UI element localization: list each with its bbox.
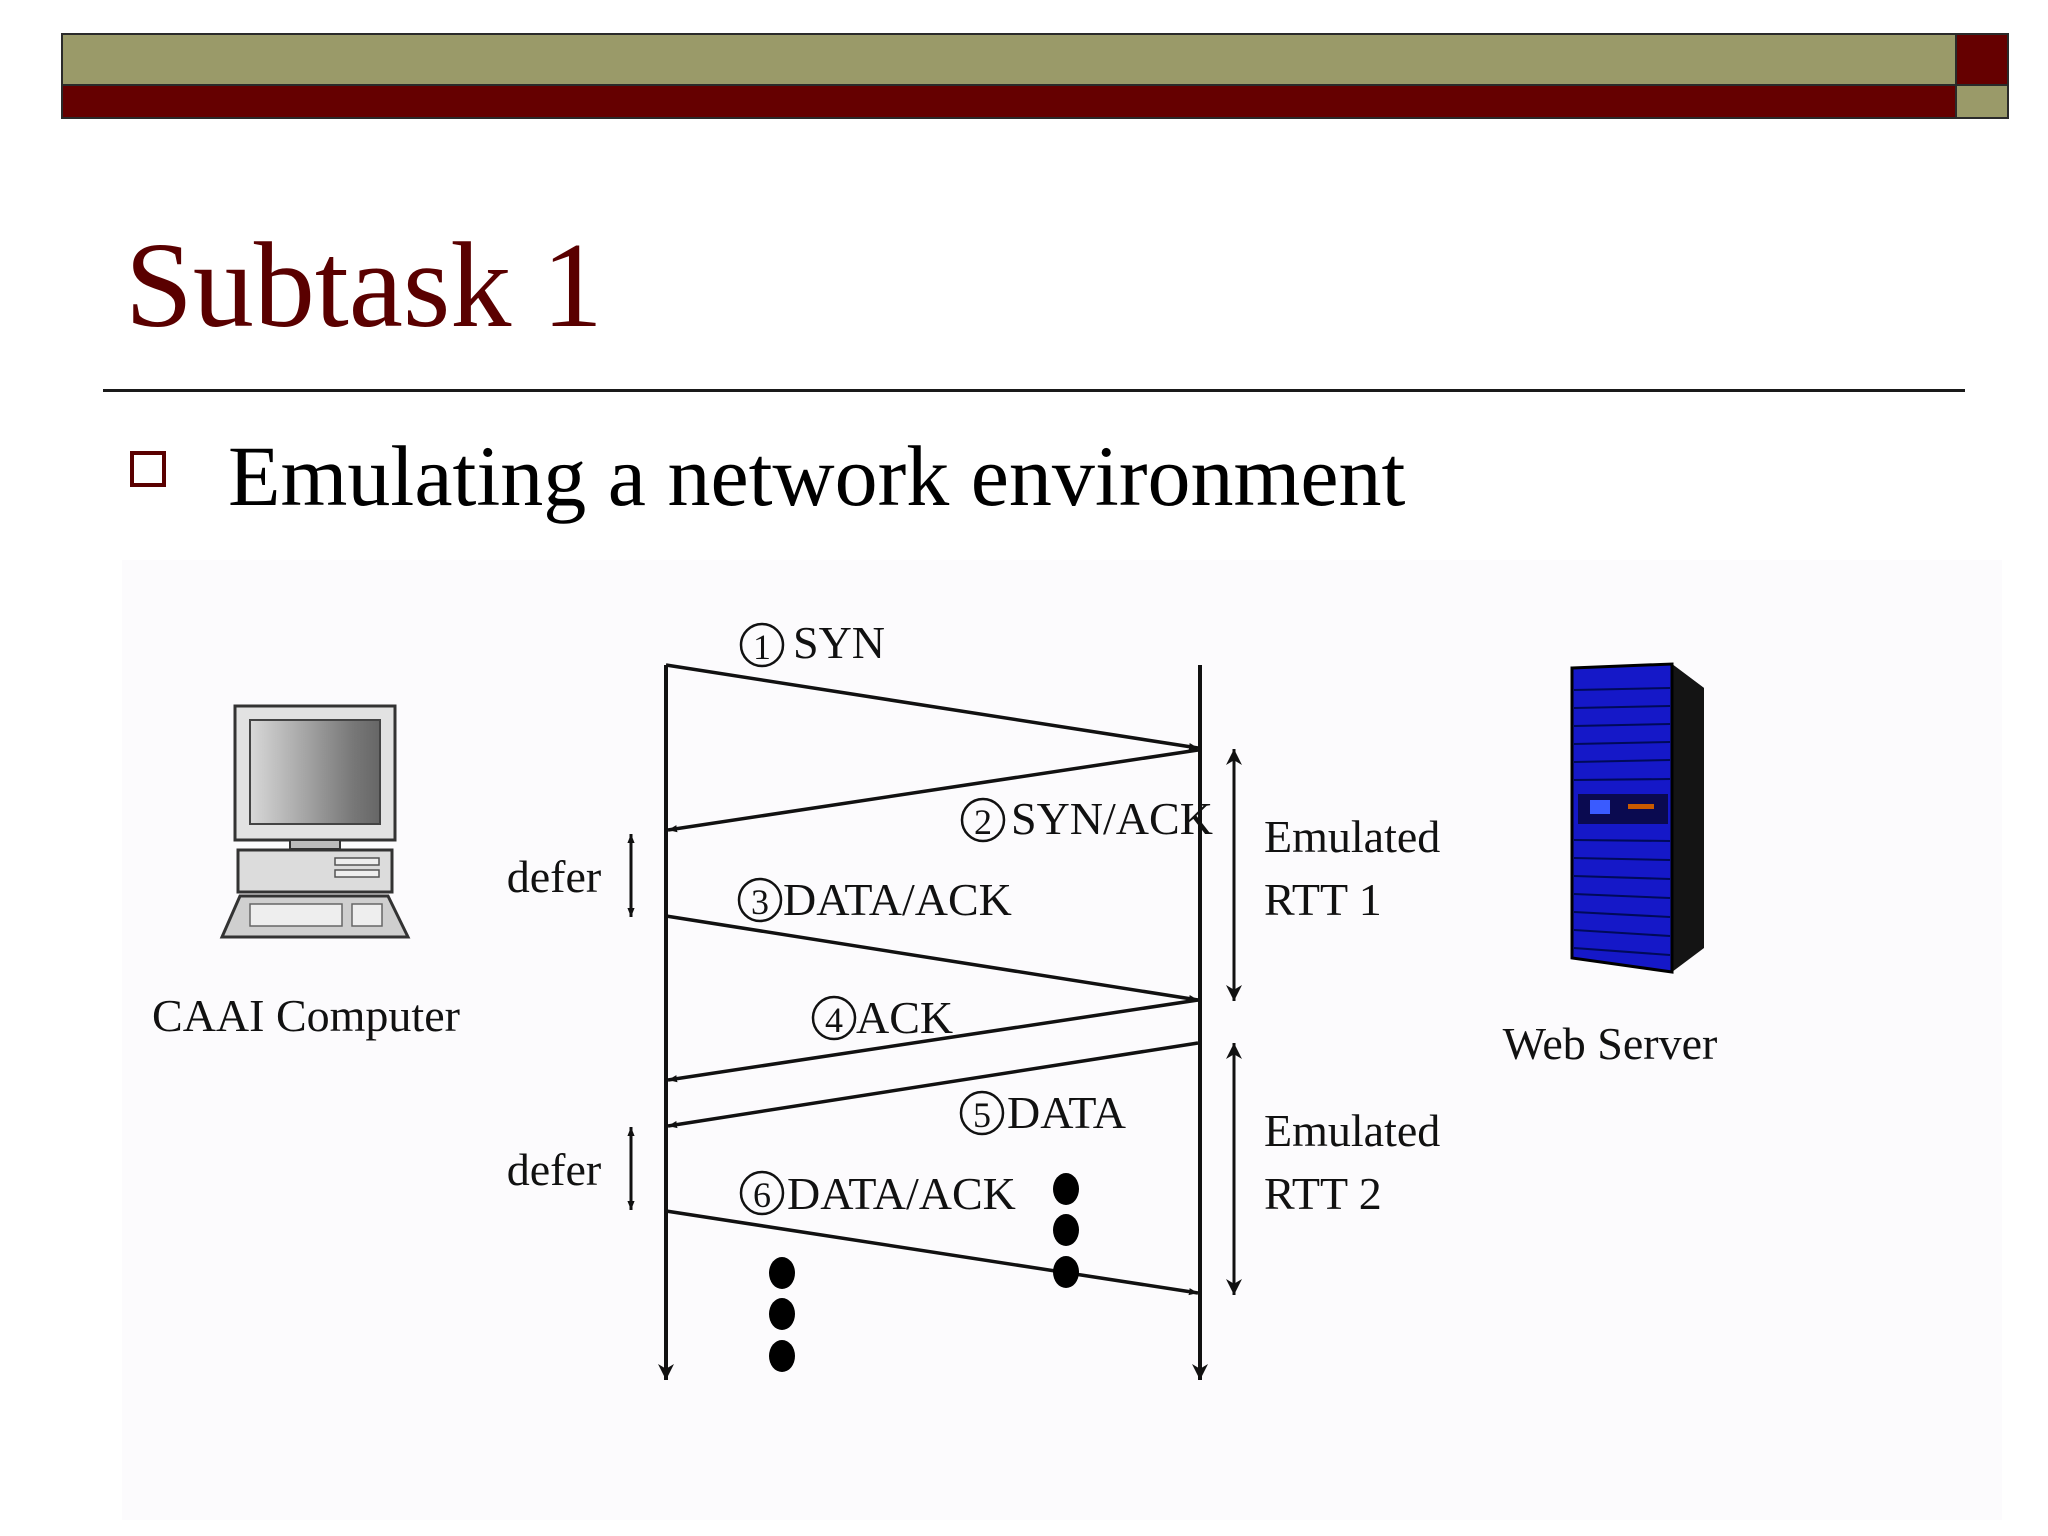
message-6-number: 6 [753,1175,771,1215]
arrow-ack [667,998,1199,1083]
message-6-label: DATA/ACK [787,1168,1016,1219]
message-5-number: 5 [973,1095,991,1135]
title-divider [103,389,1965,392]
bullet-square-icon [130,451,166,487]
defer-label-2: defer [507,1144,601,1195]
continuation-dot [1053,1256,1079,1288]
continuation-dot [1053,1173,1079,1205]
computer-icon [219,704,411,939]
corner-square-olive [1955,84,2009,119]
server-icon [1570,662,1704,974]
message-2-number: 2 [974,802,992,842]
message-4: 4 ACK [811,992,953,1043]
message-1: 1 SYN [739,617,885,668]
continuation-dot [769,1298,795,1330]
message-2: 2 SYN/ACK [960,793,1213,844]
header-band-maroon [61,84,1958,119]
continuation-dot [1053,1214,1079,1246]
bullet-text: Emulating a network environment [228,428,1406,524]
message-4-number: 4 [825,1000,843,1040]
arrow-data-5 [667,1041,1199,1129]
message-2-label: SYN/ACK [1011,793,1213,844]
rtt1-label-line1: Emulated [1264,811,1440,862]
client-label: CAAI Computer [152,990,460,1041]
message-4-label: ACK [856,992,953,1043]
message-6: 6 DATA/ACK [739,1168,1016,1219]
defer-label-1: defer [507,851,601,902]
message-3-label: DATA/ACK [783,874,1012,925]
arrow-syn-ack [667,748,1199,833]
message-5: 5 DATA [959,1087,1126,1138]
message-3-number: 3 [751,882,769,922]
continuation-dot [769,1257,795,1289]
rtt2-label-line1: Emulated [1264,1105,1440,1156]
rtt2-label-line2: RTT 2 [1264,1168,1382,1219]
message-1-number: 1 [753,627,771,667]
message-5-label: DATA [1007,1087,1126,1138]
arrow-data-ack-3 [665,914,1199,1003]
arrow-syn [665,663,1199,751]
server-label: Web Server [1503,1018,1718,1069]
slide-title: Subtask 1 [125,218,603,353]
arrow-data-ack-6 [665,1209,1199,1296]
rtt1-label-line2: RTT 1 [1264,874,1382,925]
message-3: 3 DATA/ACK [737,874,1012,925]
message-1-label: SYN [793,617,885,668]
continuation-dot [769,1340,795,1372]
